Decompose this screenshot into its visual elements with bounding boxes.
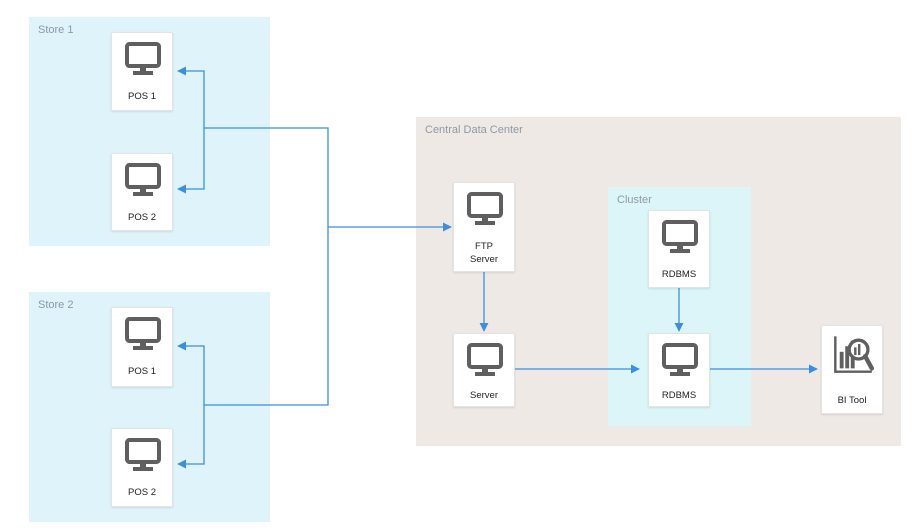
store1-trunk xyxy=(204,127,329,406)
store1-pos2-arrow xyxy=(177,128,205,194)
bi-tool-node[interactable]: BI Tool xyxy=(821,325,883,414)
store1-pos1-node[interactable]: POS 1 xyxy=(111,32,173,111)
store-1-label: Store 1 xyxy=(38,24,74,36)
node-label: Server xyxy=(470,390,498,401)
node-label-line2: Server xyxy=(470,254,498,265)
store2-pos1-arrow xyxy=(177,341,205,405)
monitor-icon xyxy=(124,437,162,473)
node-label: POS 1 xyxy=(128,91,156,102)
store1-pos1-arrow xyxy=(177,66,205,128)
node-label: RDBMS xyxy=(661,390,697,401)
monitor-icon xyxy=(661,219,699,255)
node-label: BI Tool xyxy=(837,395,867,406)
store2-pos1-node[interactable]: POS 1 xyxy=(111,307,173,387)
monitor-icon xyxy=(124,316,162,352)
ftp-server-node[interactable]: FTP Server xyxy=(453,182,515,272)
store2-pos2-arrow xyxy=(177,405,205,469)
monitor-icon xyxy=(466,342,504,378)
rdbms-top-node[interactable]: RDBMS xyxy=(648,210,710,288)
rdbms-main-node[interactable]: RDBMS xyxy=(648,333,710,407)
monitor-icon xyxy=(466,191,504,227)
node-label: RDBMS xyxy=(661,269,697,280)
server-node[interactable]: Server xyxy=(453,333,515,407)
store-2-label: Store 2 xyxy=(38,299,74,311)
monitor-icon xyxy=(124,162,162,198)
node-label: POS 1 xyxy=(128,366,156,377)
store2-pos2-node[interactable]: POS 2 xyxy=(111,428,173,507)
node-label: POS 2 xyxy=(128,212,156,223)
cluster-label: Cluster xyxy=(617,194,652,206)
central-data-center-label: Central Data Center xyxy=(425,124,523,136)
node-label-line1: FTP xyxy=(475,241,493,252)
bi-chart-icon xyxy=(834,336,874,373)
monitor-icon xyxy=(124,41,162,77)
store1-pos2-node[interactable]: POS 2 xyxy=(111,153,173,231)
monitor-icon xyxy=(661,342,699,378)
node-label: POS 2 xyxy=(128,487,156,498)
